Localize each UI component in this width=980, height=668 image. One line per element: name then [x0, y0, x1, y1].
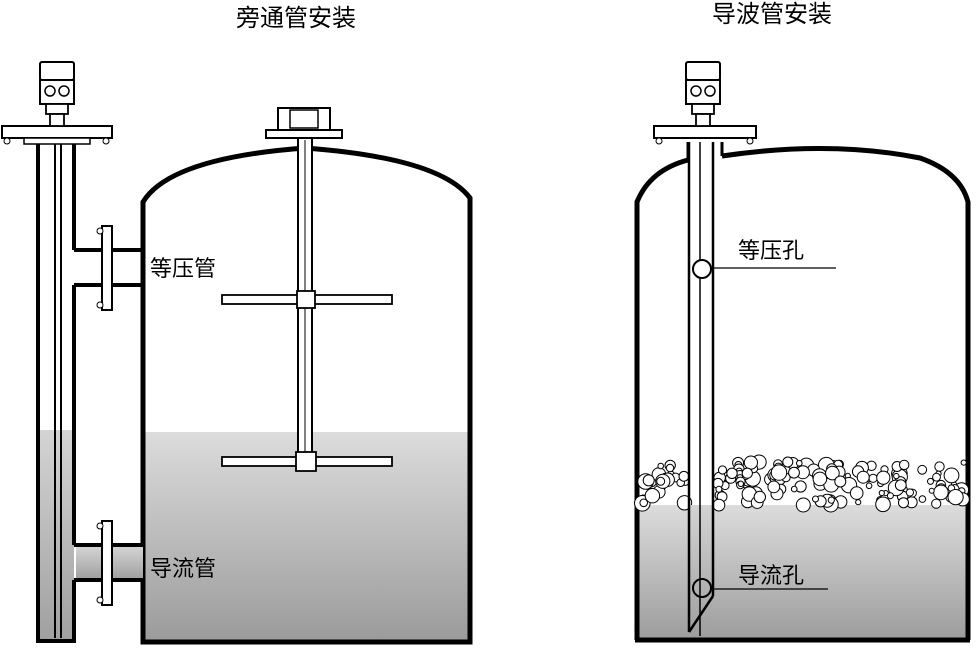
right-radar-transmitter: [685, 61, 721, 127]
left-radar-transmitter: [39, 61, 75, 127]
diversion-hole: [692, 578, 712, 598]
foam-bubble: [834, 475, 847, 488]
foam-bubble: [927, 477, 934, 485]
foam-bubble: [855, 499, 862, 506]
foam-bubble: [868, 473, 878, 483]
agitator: [221, 107, 393, 472]
foam-bubble: [886, 492, 894, 500]
foam-bubble: [898, 497, 909, 509]
foam-bubble: [893, 472, 900, 480]
equalizer-pipe-label: 等压管: [150, 257, 216, 282]
right-top-flange: [653, 125, 757, 145]
foam-bubble: [960, 459, 967, 466]
diversion-hole-label: 导流孔: [738, 564, 804, 589]
right-panel-title: 导波管安装: [712, 0, 832, 28]
diversion-pipe: [74, 520, 143, 606]
foam-bubble: [717, 465, 728, 475]
foam-bubble: [678, 470, 690, 482]
foam-bubble: [753, 490, 766, 504]
foam-bubble: [644, 488, 661, 504]
foam-bubble: [849, 486, 864, 500]
bypass-column: [36, 140, 76, 643]
stilling-well: [687, 142, 715, 636]
foam-bubble: [878, 489, 885, 497]
foam-bubble: [795, 497, 811, 513]
foam-bubble: [812, 471, 828, 487]
foam-bubble: [934, 461, 945, 472]
foam-bubble: [656, 476, 666, 486]
foam-bubbles: [634, 454, 970, 513]
foam-bubble: [899, 459, 910, 471]
foam-bubble: [918, 495, 927, 503]
equalizer-hole: [692, 259, 712, 279]
foam-bubble: [905, 488, 915, 497]
equalizer-pipe: [74, 225, 143, 311]
equalizer-hole-label: 等压孔: [738, 239, 804, 264]
foam-bubble: [827, 496, 835, 504]
foam-bubble: [767, 480, 781, 494]
foam-bubble: [639, 498, 649, 508]
foam-bubble: [894, 479, 907, 492]
foam-bubble: [770, 464, 788, 481]
foam-bubble: [788, 466, 800, 479]
bypass-installation: 等压管 导流管: [1, 61, 473, 645]
diversion-pipe-label: 导流管: [150, 557, 216, 582]
foam-bubble: [933, 484, 949, 501]
foam-bubble: [943, 467, 960, 484]
foam-bubble: [932, 472, 941, 482]
foam-bubble: [812, 495, 819, 503]
foam-bubble: [865, 482, 873, 490]
foam-bubble: [928, 487, 935, 494]
foam-bubble: [856, 470, 870, 484]
foam-bubble: [737, 480, 744, 487]
foam-bubble: [825, 465, 840, 481]
left-panel-title: 旁通管安装: [236, 4, 356, 32]
foam-bubble: [796, 459, 803, 467]
foam-bubble: [743, 455, 759, 470]
foam-bubble: [947, 489, 964, 506]
foam-bubble: [741, 467, 753, 479]
guided-wave-installation: 等压孔 导流孔: [634, 61, 971, 643]
foam-bubble: [642, 474, 655, 487]
foam-bubble: [875, 496, 891, 513]
foam-bubble: [657, 462, 665, 470]
left-top-flange: [1, 125, 113, 145]
foam-bubble: [665, 463, 675, 473]
foam-bubble: [790, 485, 798, 493]
foam-bubble: [782, 456, 794, 468]
foam-bubble: [917, 464, 928, 475]
foam-bubble: [876, 470, 891, 485]
foam-bubble: [931, 498, 942, 509]
foam-bubble: [726, 467, 738, 479]
foam-bubble: [712, 498, 726, 512]
